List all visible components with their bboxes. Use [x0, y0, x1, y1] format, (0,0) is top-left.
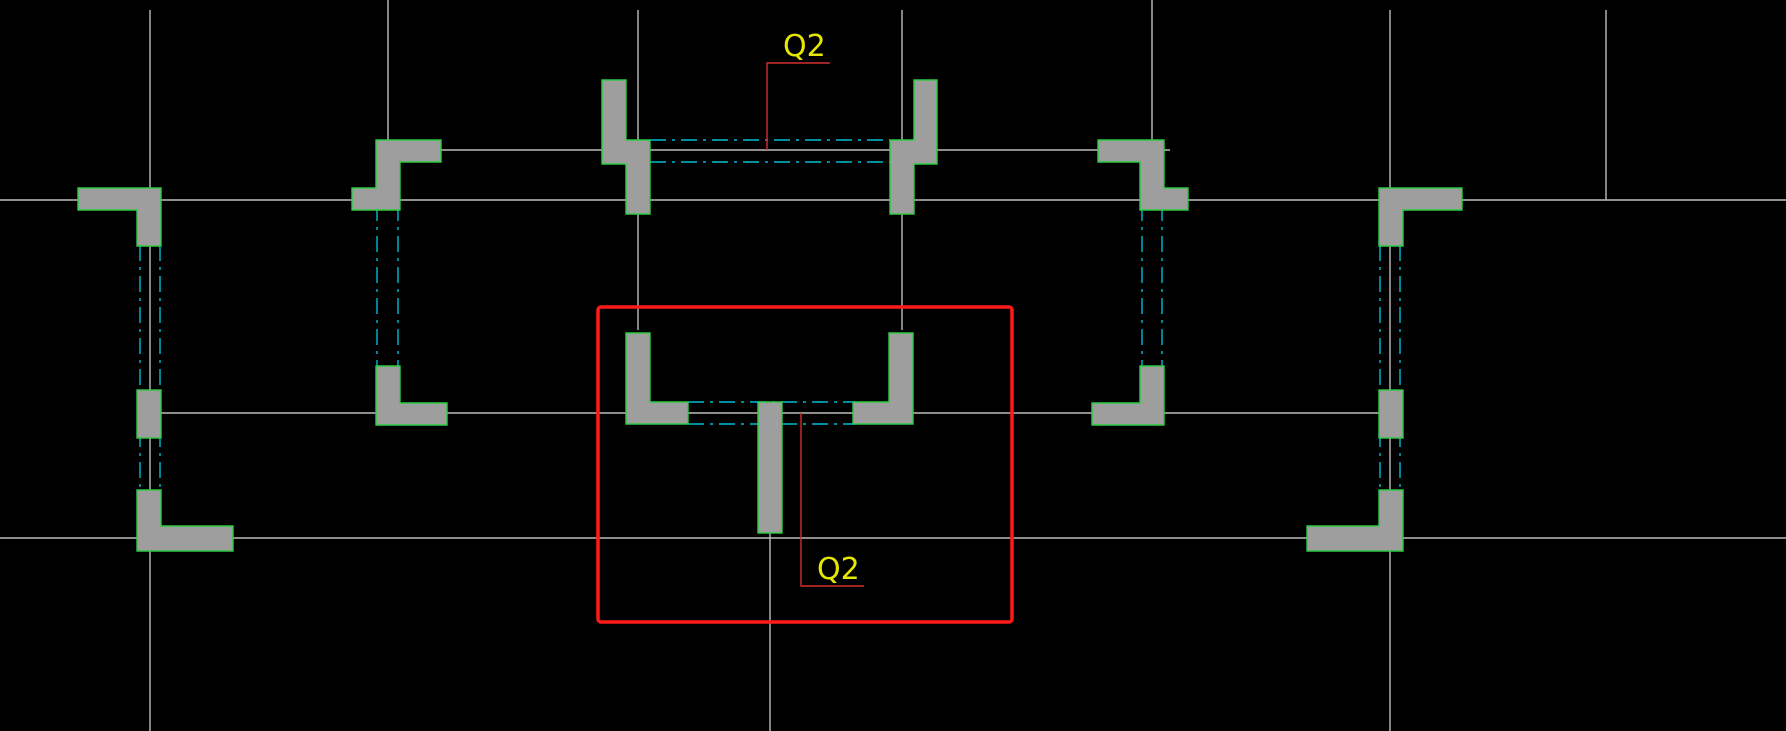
leader-top — [766, 62, 830, 150]
wall-t-piece-upper-right[interactable] — [889, 79, 938, 215]
hidden-lines — [139, 139, 1401, 500]
leader-bottom — [800, 413, 864, 587]
wall-segment-far-left-mid[interactable] — [136, 389, 162, 439]
wall-pieces — [77, 79, 1463, 552]
wall-t-piece-upper-left[interactable] — [601, 79, 651, 215]
wall-label-top[interactable]: Q2 — [783, 29, 826, 64]
wall-l-corner-far-left-top[interactable] — [77, 187, 162, 247]
leader-lines — [766, 62, 864, 587]
wall-z-corner-left-top[interactable] — [351, 139, 442, 211]
wall-segment-far-right-mid[interactable] — [1378, 389, 1404, 439]
wall-l-corner-right-bottom[interactable] — [1091, 365, 1165, 426]
wall-l-corner-lower-right[interactable] — [852, 332, 914, 425]
wall-l-corner-far-right-top[interactable] — [1378, 187, 1463, 247]
wall-l-corner-far-right-bottom[interactable] — [1306, 489, 1404, 552]
wall-label-bottom[interactable]: Q2 — [817, 552, 860, 587]
wall-l-corner-lower-left[interactable] — [625, 332, 689, 425]
wall-stub-center[interactable] — [757, 401, 783, 534]
wall-l-corner-far-left-bottom[interactable] — [136, 489, 234, 552]
selection-highlight-box — [596, 305, 1014, 624]
wall-l-corner-left-bottom[interactable] — [375, 365, 448, 426]
wall-z-corner-right-top[interactable] — [1097, 139, 1189, 211]
